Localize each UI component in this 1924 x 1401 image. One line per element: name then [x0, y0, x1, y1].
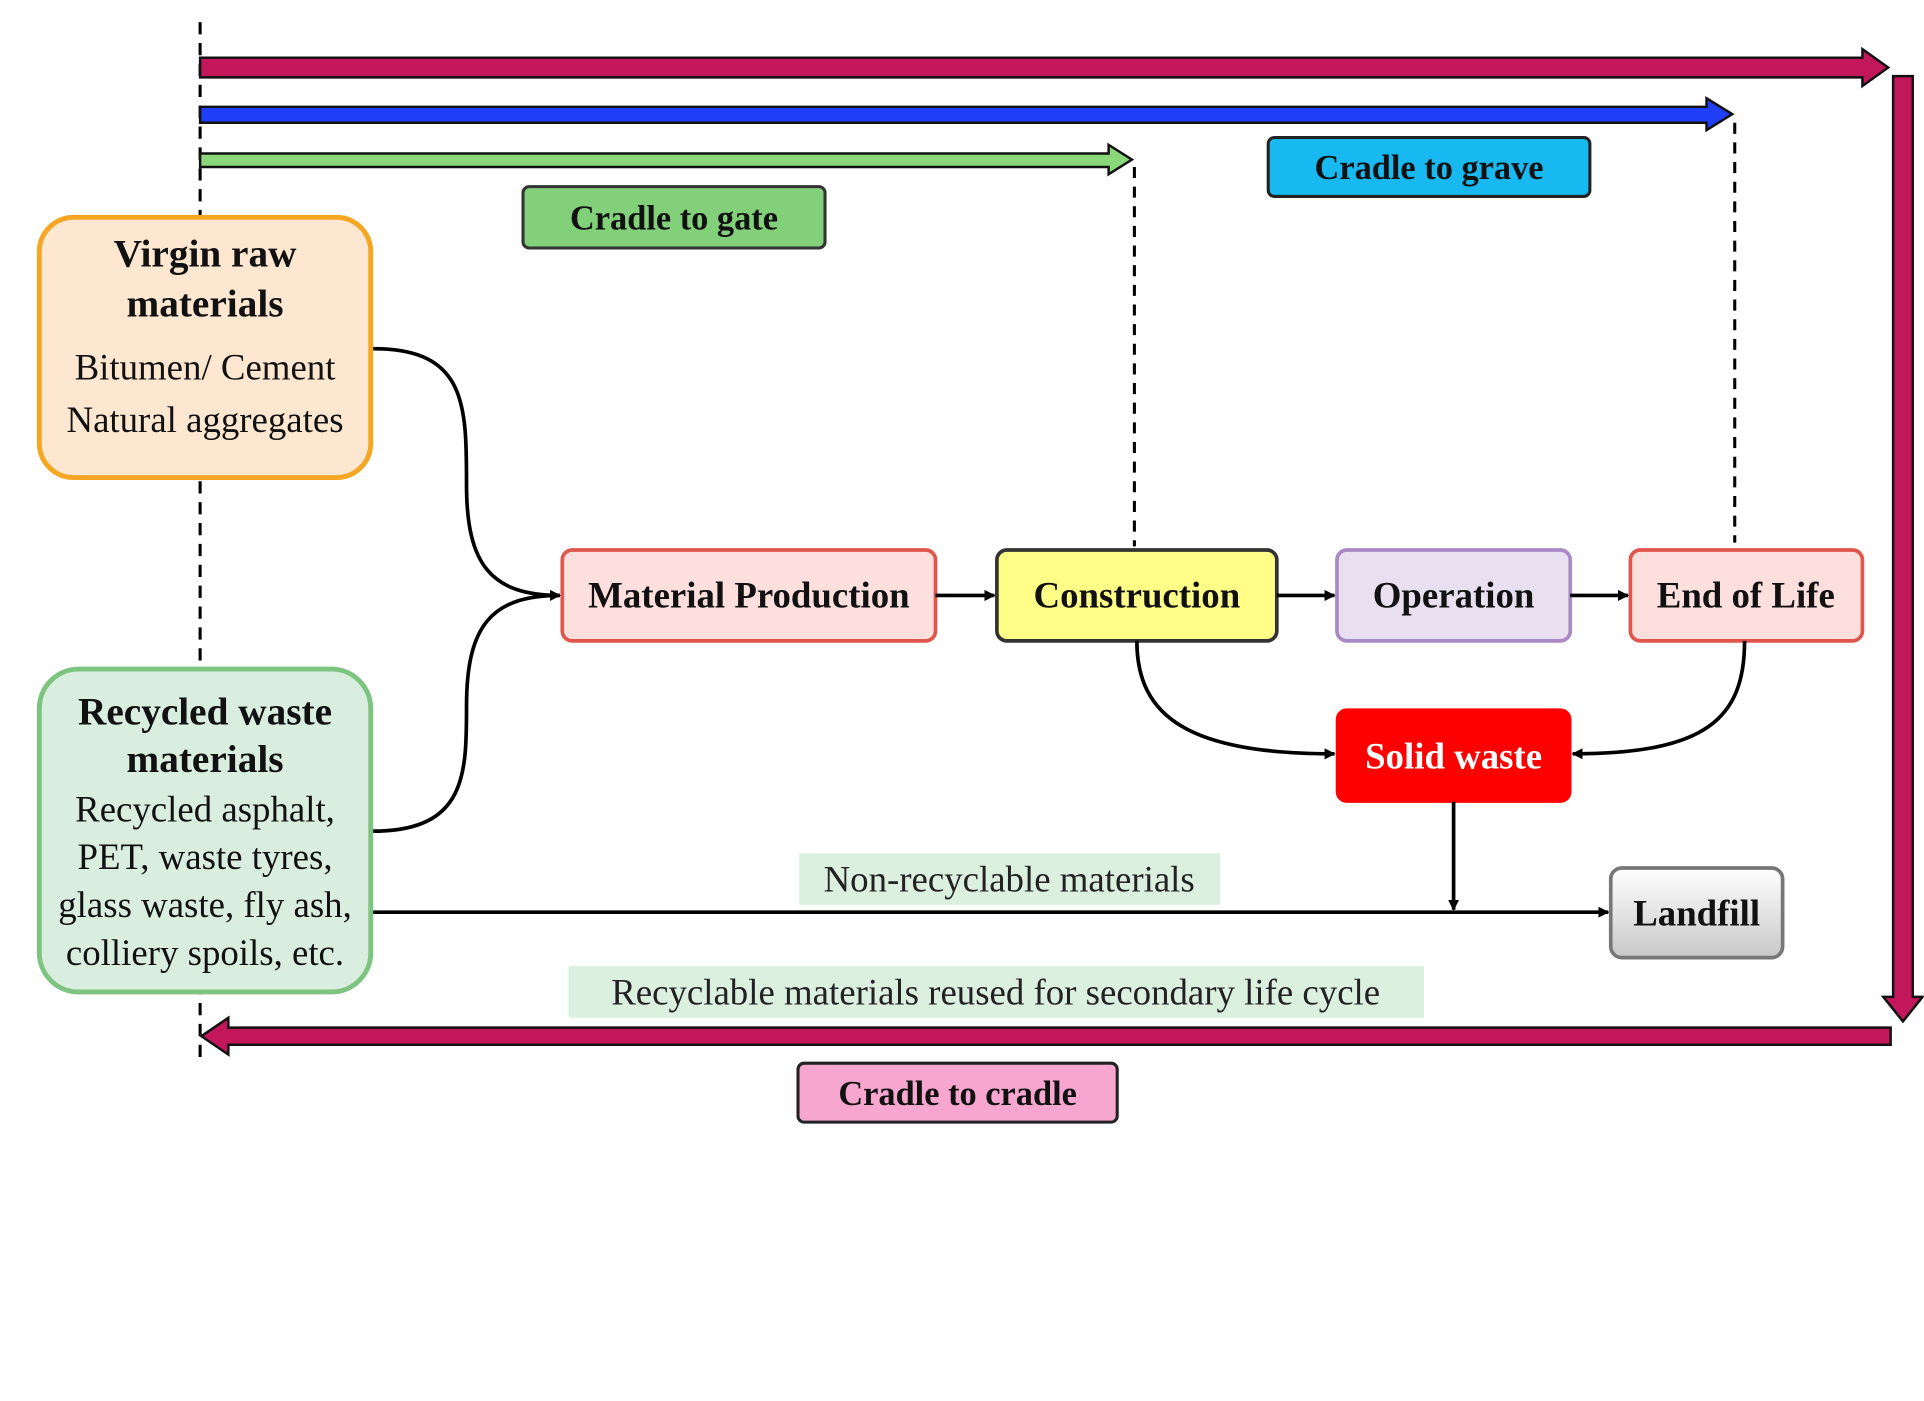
cradle-to-grave-label-box	[1266, 135, 1592, 198]
recycled-item: glass waste, fly ash,	[58, 884, 352, 925]
construction-label: Construction	[1034, 575, 1241, 616]
virgin-title-line1: Virgin raw	[114, 232, 297, 275]
recyclable-label-bg	[568, 966, 1425, 1018]
recycled-item: colliery spoils, etc.	[66, 932, 344, 973]
end-of-life-to-solid-waste-connector	[1571, 640, 1747, 760]
recyclable-label: Recyclable materials reused for secondar…	[611, 971, 1380, 1012]
recycled-title-line2: materials	[127, 738, 284, 781]
non-recyclable-label-bg	[799, 853, 1221, 905]
cradle-to-grave-label: Cradle to grave	[1315, 149, 1544, 187]
cradle-to-gate-label-box	[521, 185, 827, 250]
cradle-to-cradle-label-box	[796, 1061, 1119, 1124]
non-recyclable-label: Non-recyclable materials	[824, 858, 1195, 899]
virgin-title-line2: materials	[127, 283, 284, 326]
recycled-waste-materials-box	[36, 666, 374, 995]
cradle-to-cradle-top-arrow	[198, 46, 1891, 89]
end-of-life-label: End of Life	[1657, 575, 1835, 616]
lifecycle-diagram-svg: Cradle to gate Cradle to grave Virgin ra…	[36, 22, 1924, 1124]
landfill-label: Landfill	[1633, 893, 1760, 934]
cradle-to-grave-arrow	[198, 96, 1735, 133]
operation-label: Operation	[1373, 575, 1535, 616]
cradle-to-cradle-bottom-arrow	[199, 1015, 1892, 1057]
landfill-box	[1608, 866, 1785, 960]
virgin-item: Bitumen/ Cement	[75, 346, 337, 387]
recycled-item: PET, waste tyres,	[78, 836, 333, 877]
virgin-raw-materials-box	[36, 214, 374, 481]
cradle-to-gate-label: Cradle to gate	[570, 200, 778, 238]
cradle-to-gate-arrow	[198, 142, 1135, 177]
virgin-item: Natural aggregates	[66, 399, 343, 440]
cradle-to-cradle-right-arrow	[1880, 74, 1924, 1024]
virgin-to-production-connector	[373, 346, 561, 601]
recycled-item: Recycled asphalt,	[75, 788, 335, 829]
solid-waste-label: Solid waste	[1365, 736, 1542, 777]
recycled-to-production-connector	[373, 589, 561, 833]
material-production-label: Material Production	[588, 575, 910, 616]
construction-to-solid-waste-connector	[1135, 640, 1336, 760]
cradle-to-cradle-label: Cradle to cradle	[838, 1075, 1077, 1113]
recycled-title-line1: Recycled waste	[78, 690, 332, 733]
